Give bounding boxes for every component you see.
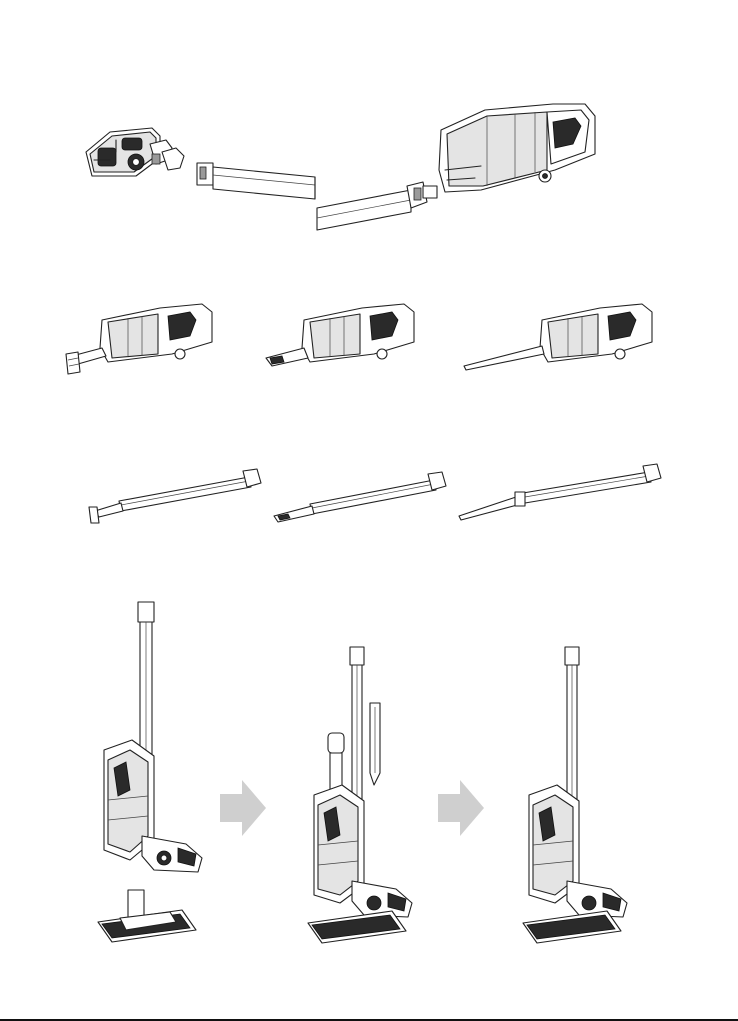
step-arrow-1 <box>220 780 266 836</box>
upright-docked-accessories-illustration <box>300 645 430 945</box>
tube-with-brush-illustration <box>85 465 265 525</box>
main-unit-illustration <box>435 100 605 200</box>
handheld-with-brush-illustration <box>62 298 220 378</box>
tube-with-long-crevice-illustration <box>455 462 665 522</box>
floor-brush-illustration <box>80 110 190 190</box>
handheld-with-long-crevice-illustration <box>460 298 660 378</box>
step-arrow-2 <box>438 780 484 836</box>
handheld-with-crevice-illustration <box>262 298 420 378</box>
upright-above-dock-illustration <box>90 600 220 945</box>
tube-with-crevice-illustration <box>270 470 450 525</box>
extension-tube-illustration <box>195 155 320 205</box>
tube-with-connector-illustration <box>315 178 440 233</box>
upright-docked-illustration <box>515 645 645 945</box>
